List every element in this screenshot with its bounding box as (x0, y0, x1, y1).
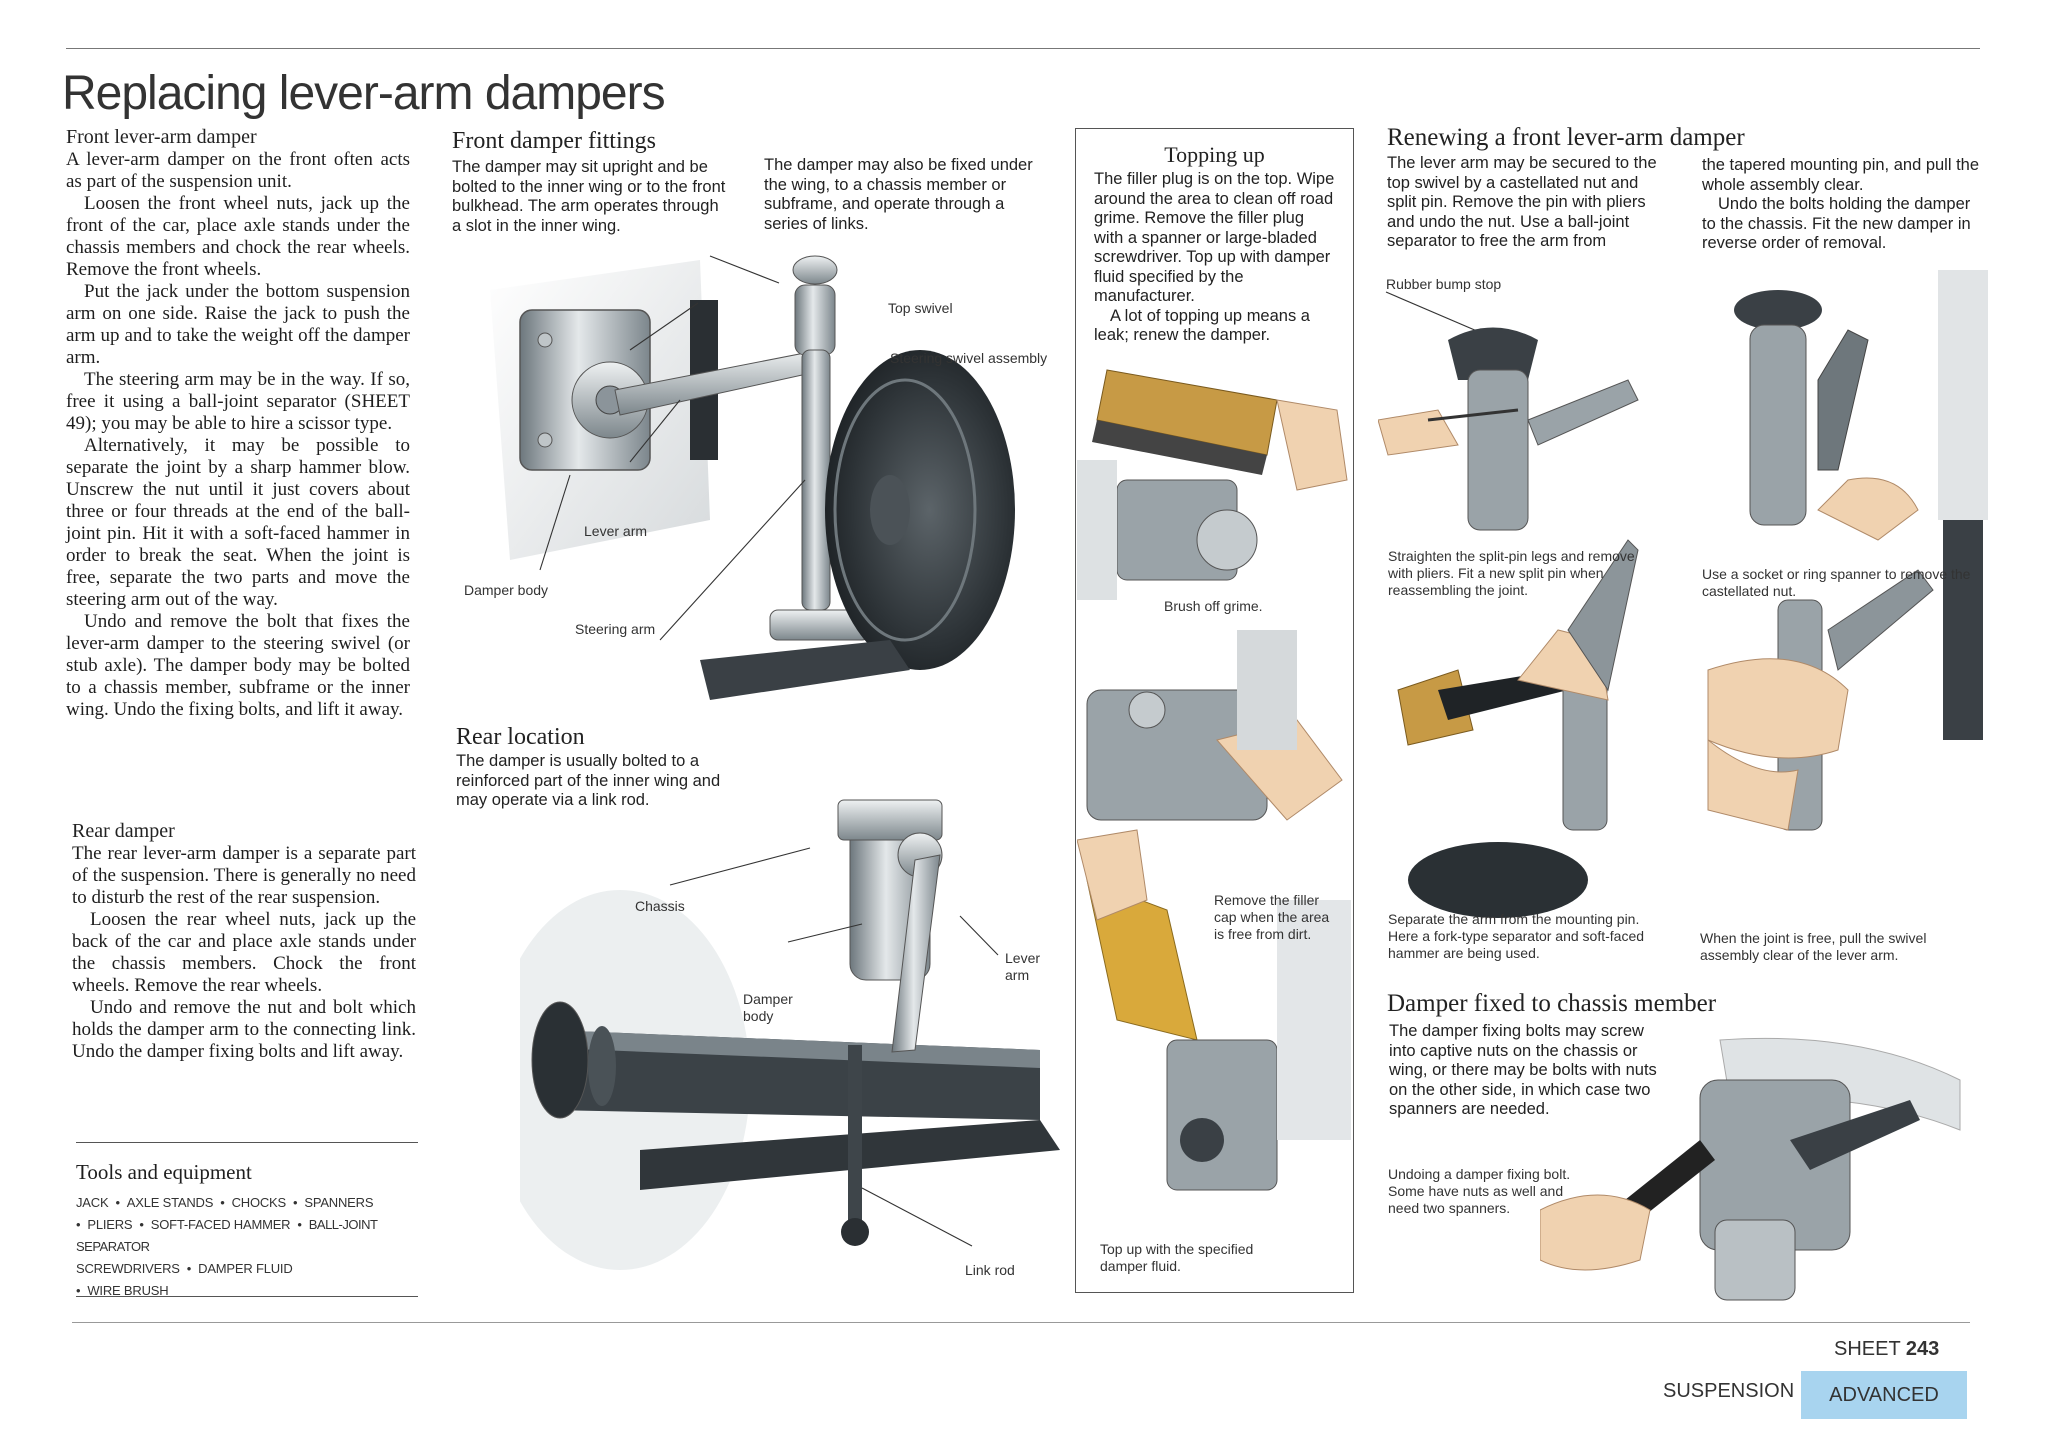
link-rod-shape (848, 1045, 862, 1225)
front-fittings-heading: Front damper fittings (452, 128, 656, 154)
paragraph: Put the jack under the bottom suspension… (66, 281, 410, 368)
renewing-text-2a: the tapered mounting pin, and pull the w… (1702, 156, 1980, 194)
brush-illustration (1077, 369, 1348, 600)
caption-split-pin: Straighten the split-pin legs and remove… (1388, 548, 1635, 598)
filler-cap-illustration (1086, 630, 1343, 821)
front-fittings-text-2: The damper may also be fixed under the w… (764, 156, 1033, 233)
caption-socket: Use a socket or ring spanner to remove t… (1702, 566, 1971, 599)
chassis-member-heading: Damper fixed to chassis member (1387, 990, 1717, 1017)
front-suspension-illustration (490, 255, 1015, 700)
sheet-number: SHEET 243 (1834, 1338, 1939, 1361)
tools-bottom-rule (76, 1296, 418, 1297)
renewing-text-2: the tapered mounting pin, and pull the w… (1702, 156, 1982, 254)
tool-item: PLIERS (87, 1217, 133, 1232)
tools-list: JACK•AXLE STANDS•CHOCKS•SPANNERS •PLIERS… (76, 1195, 378, 1298)
renewing-heading: Renewing a front lever-arm damper (1387, 124, 1745, 151)
section-label: SUSPENSION (1663, 1380, 1795, 1402)
front-damper-section: Front lever-arm damper A lever-arm dampe… (66, 126, 410, 721)
tools-top-rule (76, 1142, 418, 1143)
sheet-label: SHEET (1834, 1338, 1901, 1360)
rear-damper-heading: Rear damper (72, 820, 175, 842)
level-tab: ADVANCED (1801, 1371, 1967, 1419)
paragraph: Alternatively, it may be possible to sep… (66, 435, 410, 610)
paragraph: Undo and remove the nut and bolt which h… (72, 997, 416, 1062)
brake-drum-shape (825, 350, 1015, 670)
front-damper-body: A lever-arm damper on the front often ac… (66, 149, 410, 721)
topping-up-illustrations (1077, 369, 1351, 1191)
caption-topup: Top up with the specified damper fluid. (1100, 1241, 1254, 1274)
rear-location-text: The damper is usually bolted to a reinfo… (456, 752, 721, 809)
tool-item: DAMPER FLUID (198, 1261, 293, 1276)
rear-damper-section: Rear damper The rear lever-arm damper is… (72, 820, 416, 1063)
level-label: ADVANCED (1829, 1383, 1939, 1406)
renewing-text-1: The lever arm may be secured to the top … (1387, 154, 1657, 250)
tool-item: SPANNERS (304, 1195, 374, 1210)
caption-brush: Brush off grime. (1164, 598, 1263, 614)
paragraph: Undo and remove the bolt that fixes the … (66, 611, 410, 720)
paragraph: The rear lever-arm damper is a separate … (72, 843, 416, 908)
label-rubber-bump-stop: Rubber bump stop (1386, 276, 1502, 292)
topping-up-heading: Topping up (1164, 142, 1265, 167)
tool-item: WIRE BRUSH (87, 1283, 169, 1298)
tools-heading: Tools and equipment (76, 1160, 252, 1184)
sheet-value: 243 (1905, 1338, 1940, 1360)
front-damper-heading: Front lever-arm damper (66, 126, 257, 148)
label-steering-arm: Steering arm (575, 621, 656, 637)
tool-item: SCREWDRIVERS (76, 1261, 180, 1276)
front-fittings-text-1: The damper may sit upright and be bolted… (452, 158, 726, 235)
footer-rule (72, 1322, 1970, 1323)
label-link-rod: Link rod (965, 1262, 1015, 1278)
top-rule (66, 48, 1980, 49)
tool-item: SOFT-FACED HAMMER (150, 1217, 291, 1232)
damper-body-shape (519, 309, 651, 471)
paragraph: Loosen the rear wheel nuts, jack up the … (72, 909, 416, 996)
socket-illustration (1734, 270, 1988, 541)
link-rod-end (841, 1218, 869, 1246)
caption-filler: Remove the filler cap when the area is f… (1214, 892, 1330, 942)
rear-lever-arm-shape (891, 854, 941, 1053)
split-pin-illustration (1378, 327, 1639, 531)
paragraph: A lever-arm damper on the front often ac… (66, 149, 410, 192)
pull-swivel-illustration (1707, 520, 1983, 831)
axle-tube-shape (531, 1001, 1040, 1120)
rear-damper-body: The rear lever-arm damper is a separate … (72, 843, 416, 1063)
caption-separate: Separate the arm from the mounting pin. … (1388, 911, 1645, 961)
tool-item: AXLE STANDS (126, 1195, 214, 1210)
lower-arm-shape (700, 640, 910, 700)
tool-item: BALL-JOINT SEPARATOR (76, 1217, 378, 1254)
topping-up-text-1: The filler plug is on the top. Wipe arou… (1094, 170, 1335, 305)
label-rear-lever-arm: Lever arm (1005, 950, 1041, 983)
label-damper-body: Damper body (464, 582, 549, 598)
chassis-member-illustration (1540, 1037, 1961, 1301)
caption-chassis-bolt: Undoing a damper fixing bolt. Some have … (1388, 1166, 1571, 1216)
tool-item: CHOCKS (231, 1195, 287, 1210)
caption-joint-free: When the joint is free, pull the swivel … (1700, 930, 1927, 963)
label-chassis: Chassis (635, 898, 685, 914)
rear-location-heading: Rear location (456, 724, 585, 750)
separator-illustration (1397, 539, 1639, 918)
topping-up-box (1075, 128, 1354, 1293)
label-top-swivel: Top swivel (888, 300, 953, 316)
oil-can-illustration (1077, 829, 1351, 1191)
label-steering-swivel-assembly: Steering swivel assembly (890, 350, 1048, 366)
label-lever-arm: Lever arm (584, 523, 648, 539)
paragraph: Loosen the front wheel nuts, jack up the… (66, 193, 410, 280)
paragraph: The steering arm may be in the way. If s… (66, 369, 410, 434)
chassis-member-text: The damper fixing bolts may screw into c… (1389, 1022, 1657, 1118)
rear-suspension-illustration (520, 799, 1060, 1270)
topping-up-text: The filler plug is on the top. Wipe arou… (1094, 170, 1336, 346)
label-rear-damper-body: Damper body (743, 991, 793, 1024)
renewing-illustrations (1378, 270, 1988, 918)
renewing-text-2b: Undo the bolts holding the damper to the… (1702, 195, 1971, 252)
page-title: Replacing lever-arm dampers (62, 67, 666, 120)
tool-item: JACK (76, 1195, 109, 1210)
topping-up-text-2: A lot of topping up means a leak; renew … (1094, 306, 1310, 345)
